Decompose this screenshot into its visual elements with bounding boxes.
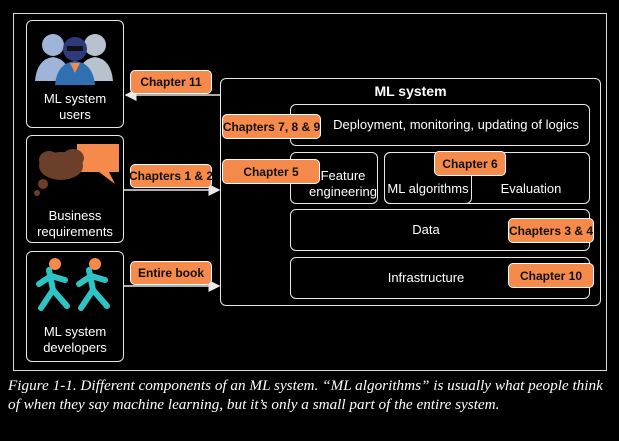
- deployment-label: Deployment, monitoring, updating of logi…: [333, 117, 579, 132]
- tag-entire-book: Entire book: [130, 261, 212, 285]
- tag-chapter-10: Chapter 10: [508, 263, 594, 288]
- data-label: Data: [412, 222, 440, 237]
- feature-engineering-label: Feature engineering: [309, 168, 377, 199]
- speech-bubbles-icon: [34, 144, 119, 196]
- figure-caption: Figure 1-1. Different components of an M…: [8, 377, 603, 413]
- tag-chapter-5: Chapter 5: [222, 159, 320, 184]
- figure-frame: [13, 13, 607, 371]
- ml-system-title: ML system: [374, 83, 447, 99]
- users-icon: [35, 34, 113, 85]
- infrastructure-label: Infrastructure: [387, 270, 465, 285]
- tag-chapters-7-8-9: Chapters 7, 8 & 9: [222, 114, 321, 139]
- tag-chapter-6: Chapter 6: [434, 151, 506, 176]
- developers-box: ML system developers: [26, 251, 124, 362]
- developers-label: ML system developers: [43, 324, 107, 355]
- evaluation-label: Evaluation: [500, 181, 562, 196]
- ml-algorithms-box: [384, 152, 472, 204]
- ml-system-box: [220, 78, 601, 306]
- users-label: ML system users: [43, 91, 107, 122]
- business-label: Business requirements: [37, 208, 113, 239]
- tag-chapters-3-4: Chapters 3 & 4: [508, 218, 594, 243]
- tag-chapter-11: Chapter 11: [130, 70, 212, 94]
- business-box: Business requirements: [26, 135, 124, 243]
- ml-algorithms-label: ML algorithms: [387, 181, 469, 196]
- users-box: ML system users: [26, 20, 124, 128]
- tag-chapters-1-2: Chapters 1 & 2: [129, 164, 213, 188]
- developers-icon: [36, 258, 110, 311]
